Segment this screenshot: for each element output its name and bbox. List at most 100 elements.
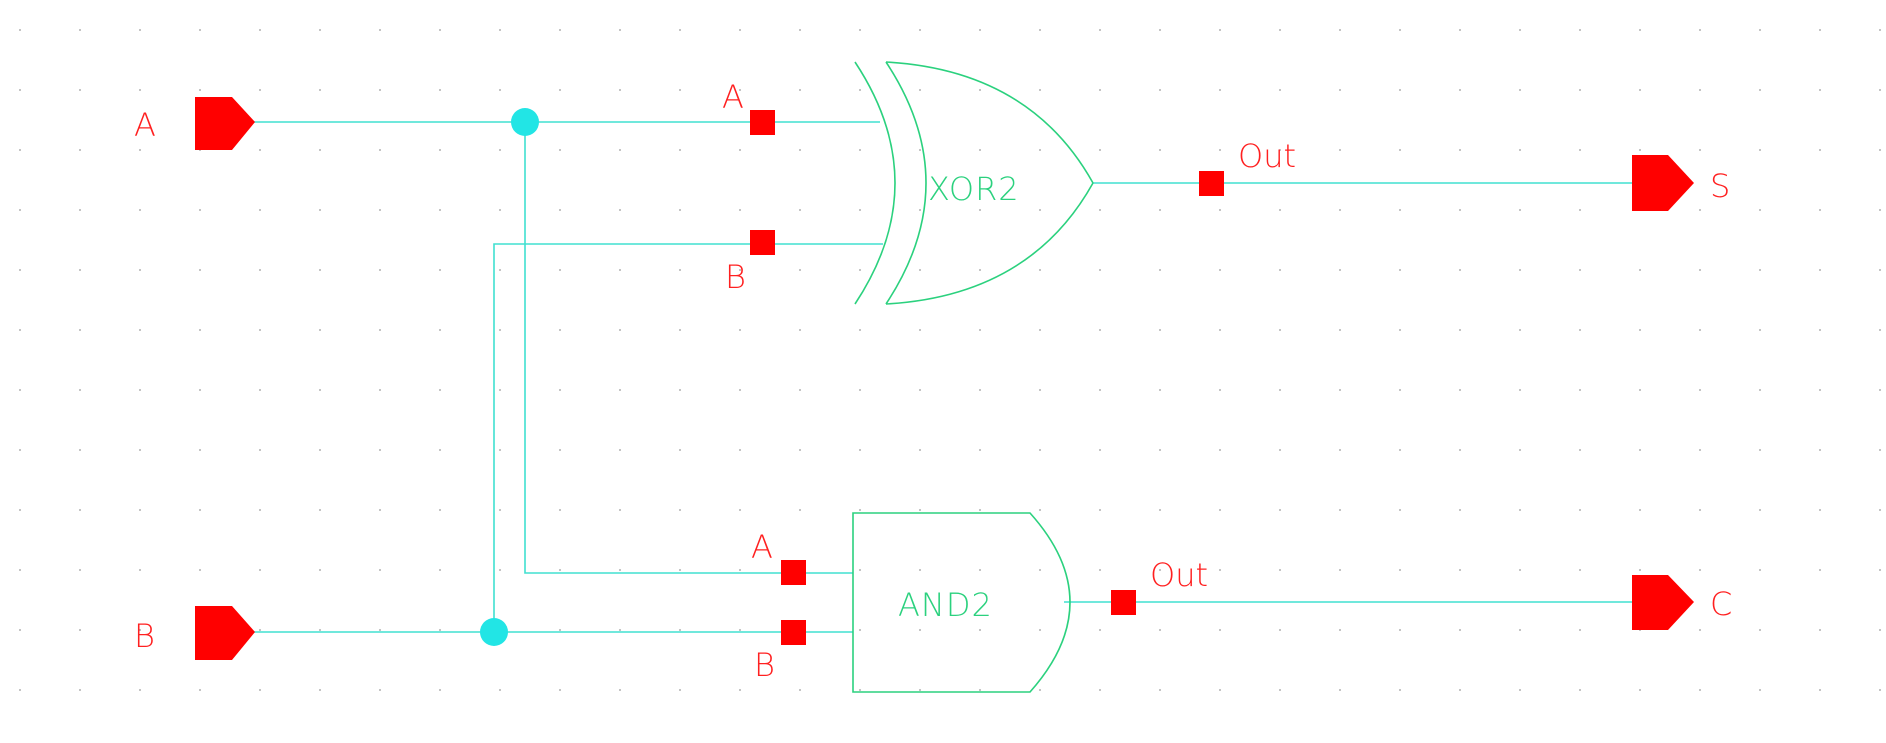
and-port-out[interactable]	[1111, 590, 1136, 615]
junction-b[interactable]	[480, 618, 508, 646]
grid-dot	[799, 29, 801, 31]
grid-dot	[199, 329, 201, 331]
xor-gate[interactable]: XOR2 A B Out	[722, 61, 1296, 305]
grid-dot	[1699, 209, 1701, 211]
grid-dot	[1579, 149, 1581, 151]
grid-dot	[1519, 449, 1521, 451]
grid-dot	[799, 689, 801, 691]
grid-dot	[559, 209, 561, 211]
grid-dot	[799, 149, 801, 151]
grid-dot	[139, 449, 141, 451]
grid-dot	[1459, 149, 1461, 151]
grid-dot	[619, 569, 621, 571]
grid-dot	[1099, 629, 1101, 631]
grid-dot	[919, 29, 921, 31]
grid-dot	[1399, 149, 1401, 151]
grid-dot	[1279, 89, 1281, 91]
grid-dot	[1279, 269, 1281, 271]
grid-dot	[1639, 149, 1641, 151]
grid-dot	[1519, 689, 1521, 691]
grid-dot	[1099, 329, 1101, 331]
grid-dot	[139, 29, 141, 31]
grid-dot	[1879, 449, 1881, 451]
grid-dot	[1819, 89, 1821, 91]
grid-dot	[19, 509, 21, 511]
grid-dot	[1879, 89, 1881, 91]
wire-a-branch-to-and-a[interactable]	[524, 122, 853, 574]
grid-dot	[1579, 209, 1581, 211]
grid-dot	[1219, 329, 1221, 331]
wire-b-branch-to-xor-b[interactable]	[493, 243, 883, 632]
xor-port-out[interactable]	[1199, 171, 1224, 196]
grid-dot	[619, 209, 621, 211]
grid-dot	[1819, 509, 1821, 511]
and-port-a[interactable]	[781, 560, 806, 585]
grid-dot	[19, 149, 21, 151]
grid-dot	[319, 689, 321, 691]
grid-dot	[79, 629, 81, 631]
grid-dot	[1279, 389, 1281, 391]
and-port-b[interactable]	[781, 620, 806, 645]
grid-dot	[919, 449, 921, 451]
and-gate[interactable]: AND2 A B Out	[751, 512, 1208, 693]
grid-dot	[799, 509, 801, 511]
grid-dot	[559, 89, 561, 91]
grid-dot	[1699, 29, 1701, 31]
grid-dot	[79, 89, 81, 91]
grid-dot	[799, 269, 801, 271]
grid-dot	[1519, 89, 1521, 91]
grid-dot	[739, 449, 741, 451]
grid-dot	[739, 149, 741, 151]
grid-dot	[559, 389, 561, 391]
output-terminal-s[interactable]: S	[1632, 155, 1730, 211]
grid-dot	[1219, 389, 1221, 391]
grid-dot	[319, 149, 321, 151]
grid-dot	[619, 329, 621, 331]
grid-dot	[1099, 509, 1101, 511]
output-terminal-c[interactable]: C	[1632, 575, 1732, 630]
grid-dot	[499, 209, 501, 211]
grid-dot	[739, 29, 741, 31]
input-b-label: B	[134, 617, 155, 655]
grid-dot	[79, 689, 81, 691]
grid-dot	[1039, 149, 1041, 151]
grid-dot	[1879, 269, 1881, 271]
grid-dot	[619, 389, 621, 391]
grid-dot	[1459, 29, 1461, 31]
grid-dot	[919, 569, 921, 571]
grid-dot	[259, 509, 261, 511]
grid-dot	[1099, 149, 1101, 151]
grid-dot	[319, 89, 321, 91]
grid-dot	[979, 389, 981, 391]
grid-dot	[1459, 509, 1461, 511]
output-c-label: C	[1710, 585, 1732, 623]
grid-dot	[739, 509, 741, 511]
grid-dot	[619, 689, 621, 691]
grid-dot	[139, 209, 141, 211]
xor-port-b[interactable]	[750, 230, 775, 255]
grid-dot	[1039, 509, 1041, 511]
xor-port-a-label: A	[722, 78, 744, 116]
grid-dot	[1219, 209, 1221, 211]
grid-dot	[919, 509, 921, 511]
xor-port-a[interactable]	[750, 110, 775, 135]
grid-dot	[19, 689, 21, 691]
grid-dot	[679, 449, 681, 451]
grid-dot	[619, 89, 621, 91]
grid-dot	[859, 389, 861, 391]
input-terminal-a[interactable]: A	[134, 97, 255, 150]
xor-port-out-label: Out	[1238, 137, 1296, 175]
grid-dot	[1339, 689, 1341, 691]
grid-dot	[1519, 389, 1521, 391]
grid-dot	[1819, 449, 1821, 451]
input-terminal-b[interactable]: B	[134, 606, 255, 660]
grid-dot	[1459, 569, 1461, 571]
grid-dot	[139, 269, 141, 271]
grid-dot	[19, 449, 21, 451]
grid-dot	[739, 209, 741, 211]
grid-dot	[1579, 89, 1581, 91]
grid-dot	[1339, 329, 1341, 331]
junction-a[interactable]	[511, 108, 539, 136]
grid-dot	[1699, 509, 1701, 511]
